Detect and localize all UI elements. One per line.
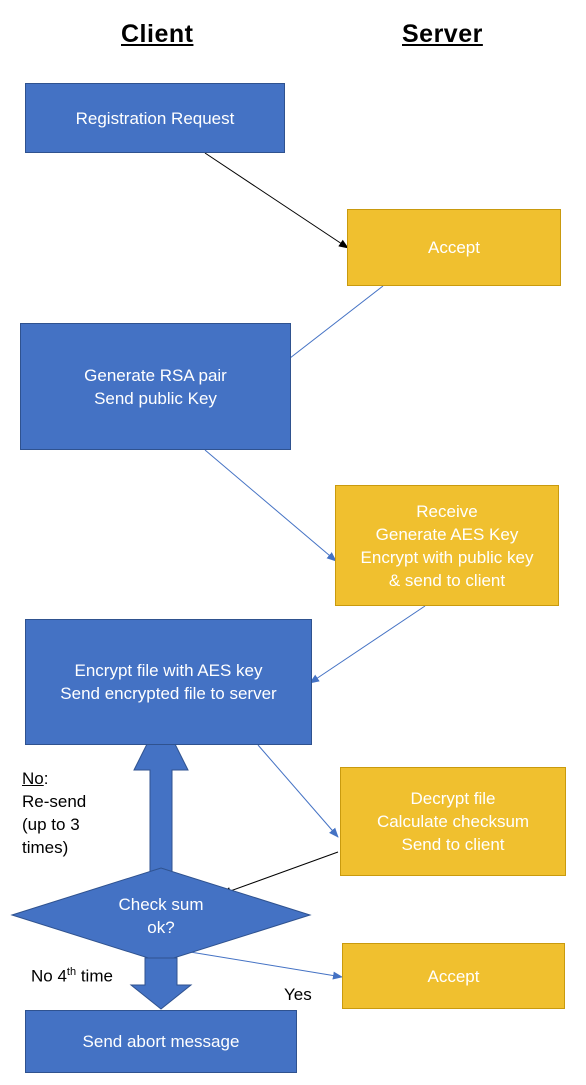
accept-box-1: Accept (347, 209, 561, 286)
arrow-registration-to-accept (204, 152, 349, 249)
send-abort-text: Send abort message (82, 1032, 240, 1051)
registration-request-text: Registration Request (75, 108, 235, 128)
receive-line-3: Encrypt with public key (360, 547, 534, 567)
arrow-receive-to-encrypt (309, 605, 426, 684)
accept-box-2: Accept (342, 943, 565, 1009)
decrypt-line-2: Calculate checksum (376, 812, 530, 831)
resend-label: No: Re-send (up to 3 times) (22, 767, 86, 859)
send-abort-box: Send abort message (25, 1010, 297, 1073)
no-label: No (22, 769, 44, 788)
receive-line-2: Generate AES Key (375, 524, 519, 544)
resend-line-2: (up to 3 (22, 815, 80, 834)
generate-rsa-box: Generate RSA pair Send public Key (20, 323, 291, 450)
no-4th-time-label: No 4th time (31, 966, 113, 986)
decrypt-line-3: Send to client (401, 835, 505, 854)
checksum-diamond (10, 867, 312, 963)
registration-request-box: Registration Request (25, 83, 285, 153)
receive-line-4: & send to client (388, 570, 506, 590)
encrypt-file-line-1: Encrypt file with AES key (74, 661, 263, 680)
decrypt-file-box: Decrypt file Calculate checksum Send to … (340, 767, 566, 876)
generate-rsa-line-1: Generate RSA pair (84, 365, 227, 385)
abort-block-arrow (129, 957, 193, 1010)
receive-box: Receive Generate AES Key Encrypt with pu… (335, 485, 559, 606)
checksum-line-2: ok? (147, 918, 175, 937)
server-header: Server (402, 20, 483, 48)
arrow-decrypt-to-checksum (221, 851, 339, 895)
receive-line-1: Receive (416, 501, 478, 521)
resend-line-3: times) (22, 838, 69, 857)
generate-rsa-line-2: Send public Key (94, 388, 217, 408)
no-colon: : (43, 769, 49, 788)
arrow-encrypt-to-decrypt (257, 744, 339, 838)
decrypt-line-1: Decrypt file (410, 789, 496, 808)
arrow-rsa-to-receive (204, 449, 337, 562)
client-header: Client (121, 20, 194, 48)
checksum-line-1: Check sum (118, 895, 204, 914)
encrypt-file-box: Encrypt file with AES key Send encrypted… (25, 619, 312, 745)
checksum-text: Check sum ok? (96, 893, 226, 939)
accept-2-text: Accept (427, 966, 480, 986)
yes-label: Yes (284, 985, 312, 1004)
encrypt-file-line-2: Send encrypted file to server (60, 684, 277, 703)
accept-1-text: Accept (428, 238, 480, 257)
arrow-checksum-to-accept (177, 949, 343, 980)
resend-line-1: Re-send (22, 792, 87, 811)
